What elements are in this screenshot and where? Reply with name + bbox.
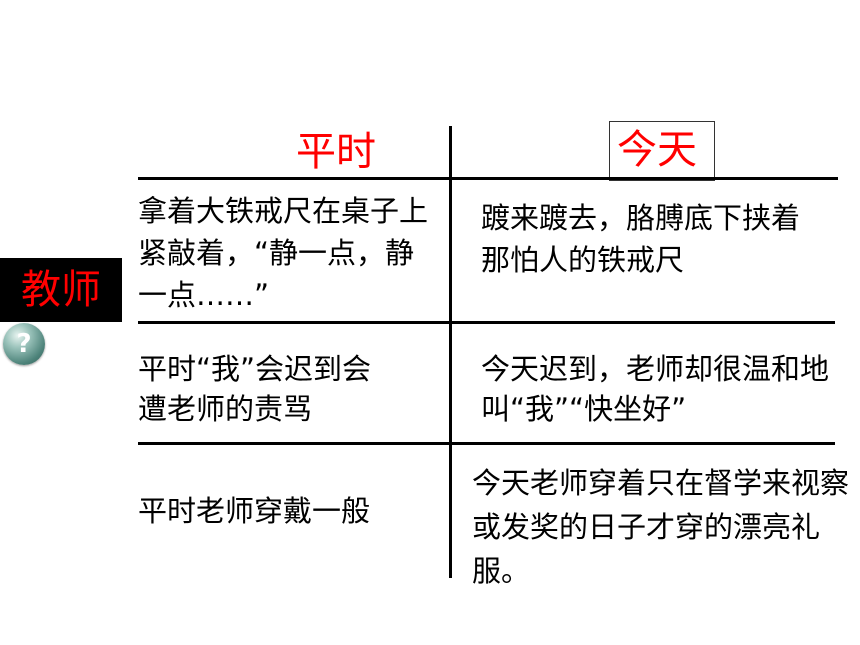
row2-today-cell: 今天迟到，老师却很温和地叫“我”“快坐好” bbox=[481, 352, 830, 426]
row1-usual-cell: 拿着大铁戒尺在桌子上紧敲着，“静一点，静一点……” bbox=[138, 194, 429, 312]
help-glyph: ? bbox=[16, 329, 32, 359]
header-today: 今天 bbox=[617, 127, 697, 173]
row1-today-cell: 踱来踱去，胳膊底下挟着那怕人的铁戒尺 bbox=[481, 201, 801, 277]
row2-usual-cell: 平时“我”会迟到会遭老师的责骂 bbox=[138, 352, 372, 426]
row-divider-header bbox=[138, 177, 838, 180]
header-today-box bbox=[609, 121, 715, 181]
row3-today-cell: 今天老师穿着只在督学来视察或发奖的日子才穿的漂亮礼服。 bbox=[472, 466, 850, 588]
row-divider-2 bbox=[138, 442, 835, 445]
column-divider bbox=[449, 126, 452, 578]
teacher-label: 教师 bbox=[0, 258, 122, 322]
question-icon[interactable]: ? bbox=[3, 323, 45, 365]
header-usual: 平时 bbox=[296, 129, 376, 175]
row3-usual-cell: 平时老师穿戴一般 bbox=[138, 494, 371, 528]
row-divider-1 bbox=[138, 321, 835, 324]
